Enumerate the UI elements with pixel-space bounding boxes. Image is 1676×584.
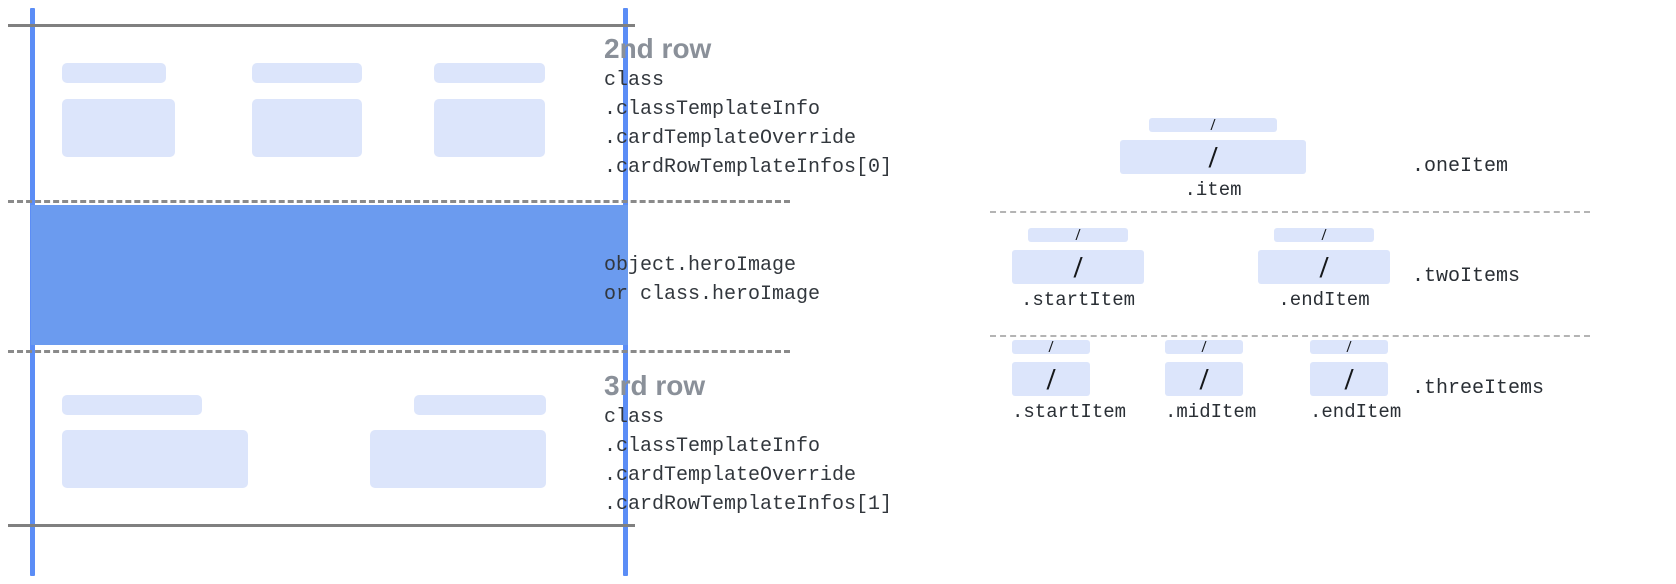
slash-glyph: / bbox=[1201, 337, 1207, 356]
slash-glyph: / bbox=[1199, 361, 1209, 396]
slash-glyph: / bbox=[1073, 249, 1083, 284]
two-items-end-value-bar: / bbox=[1258, 249, 1390, 284]
row2-item2-title-placeholder bbox=[252, 63, 362, 83]
row2-item1-body-placeholder bbox=[62, 99, 175, 157]
slash-glyph: / bbox=[1075, 225, 1081, 244]
two-items-start-group: / / .startItem bbox=[1012, 225, 1144, 311]
row2-item3-title-placeholder bbox=[434, 63, 545, 83]
one-item-group: / / .item bbox=[1120, 115, 1306, 201]
row2-code-line-1: .classTemplateInfo bbox=[604, 98, 821, 121]
row2-item1-title-placeholder bbox=[62, 63, 166, 83]
slash-glyph: / bbox=[1048, 337, 1054, 356]
hero-image-block bbox=[31, 205, 628, 345]
two-items-end-label-bar: / bbox=[1274, 225, 1374, 244]
three-items-end-value-bar: / bbox=[1310, 361, 1388, 396]
row3-heading: 3rd row bbox=[604, 370, 706, 401]
row3-item2-body-placeholder bbox=[370, 430, 546, 488]
row3-code-line-0: class bbox=[604, 406, 665, 429]
one-item-caption: .item bbox=[1184, 179, 1242, 201]
one-item-label-bar: / bbox=[1149, 115, 1277, 134]
slash-glyph: / bbox=[1346, 337, 1352, 356]
slash-glyph: / bbox=[1344, 361, 1354, 396]
three-items-start-label-bar: / bbox=[1012, 337, 1090, 356]
row3-item1-title-placeholder bbox=[62, 395, 202, 415]
two-items-end-caption: .endItem bbox=[1278, 289, 1370, 311]
separator-row2-hero bbox=[8, 200, 790, 203]
row-template-legend: / / .item .oneItem / / .startItem / / .e… bbox=[960, 0, 1676, 584]
slash-glyph: / bbox=[1319, 249, 1329, 284]
row-label-one-item: .oneItem bbox=[1412, 155, 1509, 178]
row3-code-line-2: .cardTemplateOverride bbox=[604, 464, 857, 487]
three-items-mid-value-bar: / bbox=[1165, 361, 1243, 396]
three-items-start-value-bar: / bbox=[1012, 361, 1090, 396]
three-items-end-caption: .endItem bbox=[1310, 401, 1402, 423]
hero-code-line-1: or class.heroImage bbox=[604, 283, 821, 306]
row3-annotation: 3rd row class .classTemplateInfo .cardTe… bbox=[604, 369, 892, 519]
row3-item1-body-placeholder bbox=[62, 430, 248, 488]
three-items-start-group: / / .startItem bbox=[1012, 337, 1127, 423]
one-item-value-bar: / bbox=[1120, 139, 1306, 174]
card-bottom-boundary bbox=[8, 524, 635, 527]
row3-code-line-3: .cardRowTemplateInfos[1] bbox=[604, 493, 893, 516]
hero-code-line-0: object.heroImage bbox=[604, 254, 797, 277]
slash-glyph: / bbox=[1210, 115, 1216, 134]
row2-code-line-3: .cardRowTemplateInfos[0] bbox=[604, 156, 893, 179]
three-items-end-label-bar: / bbox=[1310, 337, 1388, 356]
row2-code-line-2: .cardTemplateOverride bbox=[604, 127, 857, 150]
three-items-mid-label-bar: / bbox=[1165, 337, 1243, 356]
two-items-end-group: / / .endItem bbox=[1258, 225, 1390, 311]
two-items-start-caption: .startItem bbox=[1020, 289, 1136, 311]
row2-heading: 2nd row bbox=[604, 33, 712, 64]
row3-code-line-1: .classTemplateInfo bbox=[604, 435, 821, 458]
legend-separator-1 bbox=[990, 211, 1590, 213]
card-top-boundary bbox=[8, 24, 635, 27]
row2-annotation: 2nd row class .classTemplateInfo .cardTe… bbox=[604, 32, 892, 182]
row3-item2-title-placeholder bbox=[414, 395, 546, 415]
row-label-two-items: .twoItems bbox=[1412, 265, 1521, 288]
row2-item2-body-placeholder bbox=[252, 99, 362, 157]
slash-glyph: / bbox=[1208, 139, 1218, 174]
slash-glyph: / bbox=[1046, 361, 1056, 396]
three-items-start-caption: .startItem bbox=[1012, 401, 1127, 423]
row2-code-line-0: class bbox=[604, 69, 665, 92]
card-layout-mock: 2nd row class .classTemplateInfo .cardTe… bbox=[8, 8, 892, 576]
three-items-mid-group: / / .midItem bbox=[1165, 337, 1257, 423]
legend-separator-2 bbox=[990, 335, 1590, 337]
separator-hero-row3 bbox=[8, 350, 790, 353]
three-items-mid-caption: .midItem bbox=[1165, 401, 1257, 423]
row-label-three-items: .threeItems bbox=[1412, 377, 1545, 400]
slash-glyph: / bbox=[1321, 225, 1327, 244]
two-items-start-label-bar: / bbox=[1028, 225, 1128, 244]
three-items-end-group: / / .endItem bbox=[1310, 337, 1402, 423]
two-items-start-value-bar: / bbox=[1012, 249, 1144, 284]
row2-item3-body-placeholder bbox=[434, 99, 545, 157]
hero-annotation: object.heroImage or class.heroImage bbox=[604, 251, 820, 309]
